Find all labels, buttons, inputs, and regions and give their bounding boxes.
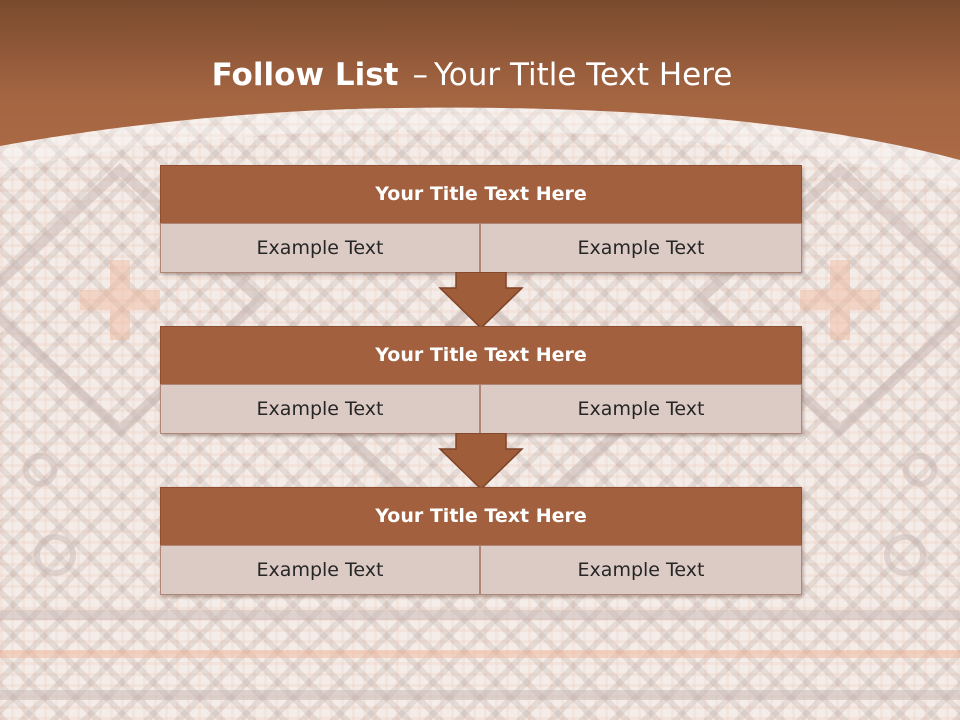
down-arrow-icon xyxy=(438,433,524,491)
title-bold: Follow List xyxy=(211,57,399,93)
title-rest: Your Title Text Here xyxy=(433,57,733,93)
step-cell-right: Example Text xyxy=(480,223,802,273)
step-cell-right: Example Text xyxy=(480,384,802,434)
step-cell-right: Example Text xyxy=(480,545,802,595)
header-band xyxy=(0,0,960,188)
title-separator: – xyxy=(412,57,428,93)
slide-title: Follow List–Your Title Text Here xyxy=(0,52,944,98)
step-title: Your Title Text Here xyxy=(160,487,802,546)
step-cell-left: Example Text xyxy=(160,223,480,273)
down-arrow-icon xyxy=(438,272,524,330)
step-title: Your Title Text Here xyxy=(160,165,802,224)
step-block-3: Your Title Text Here Example Text Exampl… xyxy=(160,487,802,595)
step-cell-left: Example Text xyxy=(160,545,480,595)
step-block-1: Your Title Text Here Example Text Exampl… xyxy=(160,165,802,273)
step-cell-left: Example Text xyxy=(160,384,480,434)
step-block-2: Your Title Text Here Example Text Exampl… xyxy=(160,326,802,434)
step-title: Your Title Text Here xyxy=(160,326,802,385)
